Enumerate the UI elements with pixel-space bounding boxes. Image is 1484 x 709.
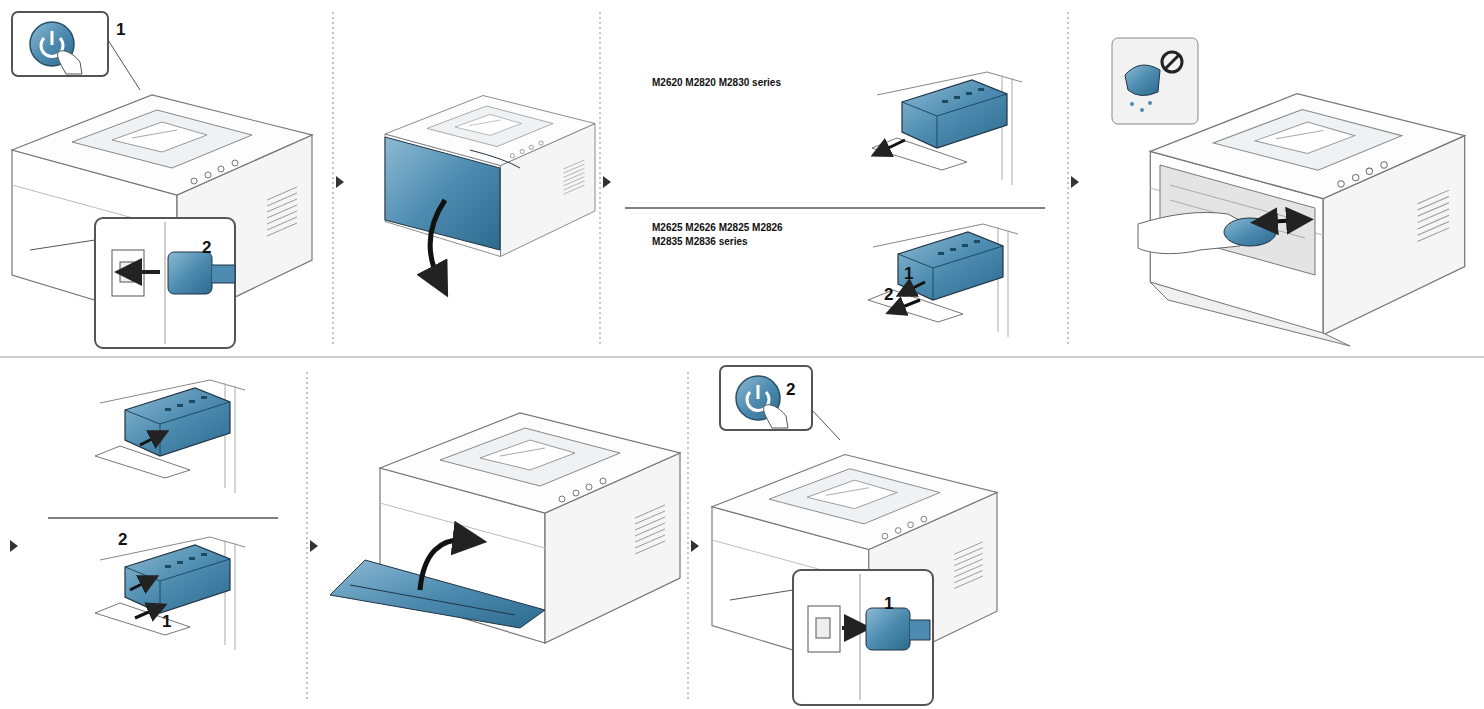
row-divider <box>0 356 1484 357</box>
remove-cartridge <box>868 72 1022 337</box>
close-cover <box>330 413 680 643</box>
callout-number: 1 <box>162 612 171 632</box>
insert-cartridge <box>95 380 245 650</box>
variant-divider <box>48 517 278 519</box>
clean-inside <box>1112 38 1465 346</box>
callout-number: 1 <box>884 594 893 614</box>
callout-number: 2 <box>202 238 211 258</box>
variant-divider <box>625 207 1045 209</box>
model-label: M2625 M2626 M2825 M2826 M2835 M2836 seri… <box>652 221 802 249</box>
model-label: M2620 M2820 M2830 series <box>652 76 872 90</box>
callout-number: 2 <box>118 530 127 550</box>
printer-unplug <box>12 12 312 348</box>
callout-number: 2 <box>786 380 795 400</box>
callout-number: 1 <box>116 20 125 40</box>
callout-number: 2 <box>884 285 893 305</box>
callout-number: 1 <box>904 264 913 284</box>
printer-plug-in <box>712 366 997 705</box>
printer-open-cover <box>385 96 595 283</box>
panel-separators <box>307 12 1068 700</box>
